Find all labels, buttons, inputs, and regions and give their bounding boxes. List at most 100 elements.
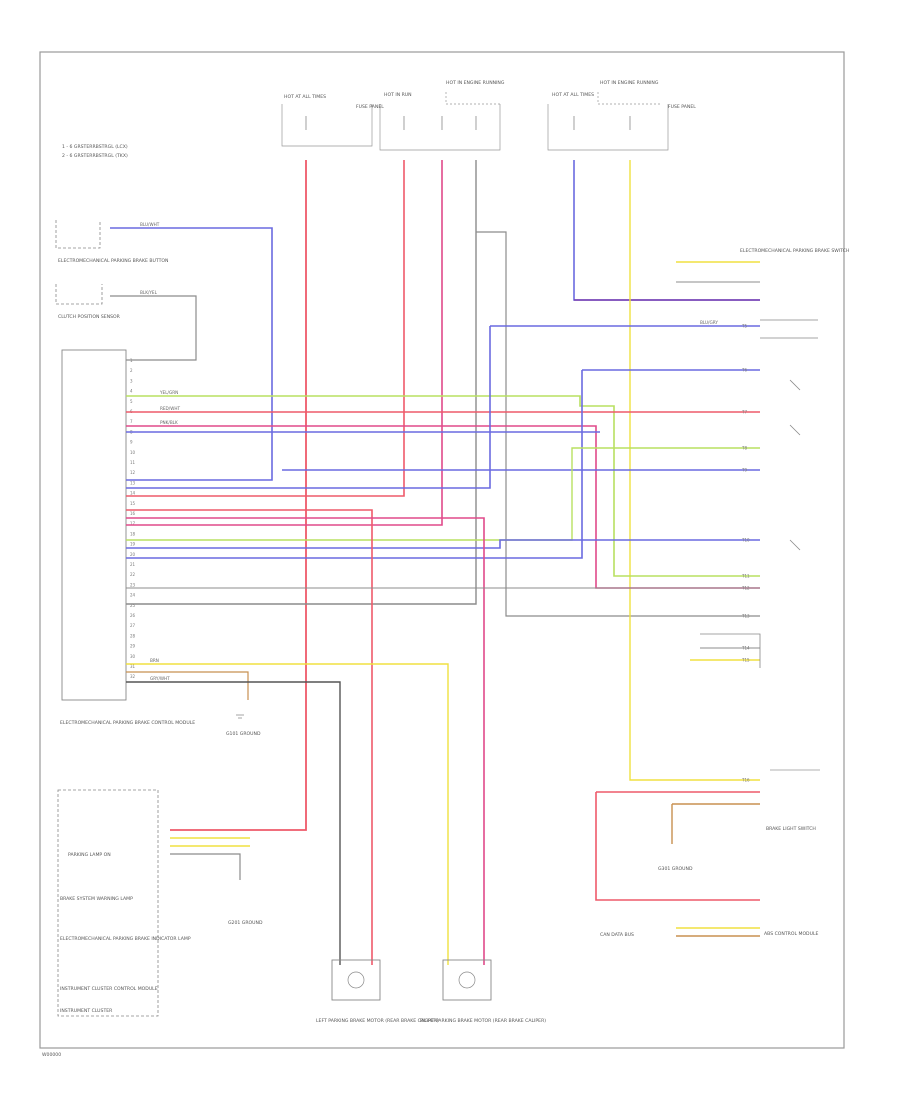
module-pin-label: 11 — [130, 460, 136, 465]
brake-switch-label: BRAKE LIGHT SWITCH — [766, 826, 816, 832]
wire-green-1 — [126, 395, 760, 577]
ground-center-label: G201 GROUND — [228, 920, 263, 926]
module-pin-label: 15 — [130, 501, 136, 506]
parking-button-label: ELECTROMECHANICAL PARKING BRAKE BUTTON — [58, 258, 168, 264]
fuse-label-2: FUSE PANEL — [356, 104, 384, 110]
wire-color-label: YEL/GRN — [159, 390, 178, 395]
wire-blue-8 — [126, 539, 760, 549]
control-module-box — [61, 349, 127, 701]
wire-pink-3 — [126, 517, 485, 965]
parking-brake-button — [55, 220, 101, 249]
wire-brown-1 — [126, 671, 249, 700]
right-pin-label: T14 — [741, 646, 750, 651]
module-pin-label: 13 — [130, 480, 136, 485]
wire-brown-brake — [671, 803, 760, 844]
module-pin-label: 3 — [130, 378, 133, 383]
wire-color-label: BLK/YEL — [140, 290, 158, 295]
right-motor-label: RIGHT PARKING BRAKE MOTOR (REAR BRAKE CA… — [420, 1018, 546, 1024]
module-pin-label: 29 — [130, 644, 136, 649]
wire-black-feed-2 — [476, 231, 760, 617]
module-pin-label: 25 — [130, 603, 136, 608]
wire-color-label: BLU/WHT — [140, 222, 160, 227]
wire-red-feed-3 — [126, 160, 443, 526]
wire-yellow-2 — [126, 663, 449, 965]
wire-blue-6 — [126, 370, 583, 559]
data-bus-label: CAN DATA BUS — [600, 932, 634, 938]
module-pin-label: 31 — [130, 664, 136, 669]
parking-switch-label: ELECTROMECHANICAL PARKING BRAKE SWITCH — [740, 248, 849, 254]
right-pin-label: T13 — [741, 614, 750, 619]
legend-1: 1 - 6 GRSTERRBSTRGL (LCX) — [62, 144, 128, 150]
module-pin-label: 30 — [130, 654, 136, 659]
abs-module-label: ABS CONTROL MODULE — [764, 931, 819, 937]
cluster-item-2: BRAKE SYSTEM WARNING LAMP — [60, 896, 133, 902]
fuse-symbols — [305, 116, 631, 130]
wire-gray-cluster — [170, 853, 241, 880]
fuse-label-4: HOT IN ENGINE RUNNING — [446, 80, 505, 86]
cluster-item-4: INSTRUMENT CLUSTER CONTROL MODULE — [60, 986, 158, 992]
right-pin-label: T11 — [741, 574, 750, 579]
clutch-sensor-label: CLUTCH POSITION SENSOR — [58, 314, 121, 320]
wire-pink-2 — [126, 425, 760, 589]
right-pin-label: T16 — [741, 778, 750, 783]
module-pin-label: 28 — [130, 633, 136, 638]
module-pin-label: 4 — [130, 389, 133, 394]
module-pin-label: 27 — [130, 623, 136, 628]
right-pin-label: T12 — [741, 586, 750, 591]
cluster-item-1: PARKING LAMP ON — [68, 852, 111, 858]
module-pin-label: 20 — [130, 552, 136, 557]
right-pin-label: T10 — [741, 538, 750, 543]
fuse-label-7: FUSE PANEL — [668, 104, 696, 110]
control-module-pins: 1234567891011121314151617181920212223242… — [130, 358, 136, 679]
ground-left-symbol — [236, 714, 244, 719]
wire-blue-4 — [126, 326, 491, 489]
control-module-label: ELECTROMECHANICAL PARKING BRAKE CONTROL … — [60, 720, 195, 726]
module-pin-label: 14 — [130, 491, 136, 496]
wire-color-label: GRY/WHT — [150, 676, 170, 681]
right-ground-label: G301 GROUND — [658, 866, 693, 872]
wire-blue-feed — [573, 160, 760, 301]
right-pin-label: T7 — [741, 410, 747, 415]
wire-color-label: BLU/GRY — [700, 320, 718, 325]
module-pin-label: 2 — [130, 368, 133, 373]
fuse-label-5: HOT AT ALL TIMES — [552, 92, 594, 98]
right-pin-label: T9 — [741, 468, 747, 473]
wire-red-3 — [126, 509, 373, 965]
wire-gray-clutch — [110, 295, 197, 361]
module-pin-label: 10 — [130, 450, 136, 455]
right-motor-box — [442, 959, 492, 1001]
clutch-position-sensor — [55, 284, 103, 305]
fuse-label-6: HOT IN ENGINE RUNNING — [600, 80, 659, 86]
module-pin-label: 26 — [130, 613, 136, 618]
wire-red-feed-1 — [170, 160, 307, 831]
module-pin-label: 24 — [130, 593, 136, 598]
module-pin-label: 9 — [130, 440, 133, 445]
right-pin-label: T15 — [741, 658, 750, 663]
right-pin-label: T8 — [741, 446, 747, 451]
diagram-border — [39, 51, 845, 1049]
left-motor-symbol — [347, 971, 365, 989]
wire-gray-2 — [126, 681, 341, 965]
module-pin-label: 16 — [130, 511, 136, 516]
wire-blue-button — [110, 227, 273, 481]
left-motor-label: LEFT PARKING BRAKE MOTOR (REAR BRAKE CAL… — [316, 1018, 439, 1024]
right-pin-label: T6 — [741, 368, 747, 373]
module-pin-label: 32 — [130, 674, 136, 679]
ground-left-label: G101 GROUND — [226, 731, 261, 737]
wire-green-3 — [126, 447, 760, 541]
module-pin-label: 19 — [130, 542, 136, 547]
right-switch-box — [700, 319, 818, 668]
fuse-label-3: HOT IN RUN — [384, 92, 412, 98]
fuse-panel-top — [281, 92, 669, 151]
wire-yellow-feed — [629, 160, 760, 781]
wire-color-label: RED/WHT — [160, 406, 180, 411]
module-pin-label: 5 — [130, 399, 133, 404]
module-pin-label: 22 — [130, 572, 136, 577]
right-pin-label: T5 — [741, 324, 747, 329]
right-motor-symbol — [458, 971, 476, 989]
instrument-cluster-box — [57, 789, 159, 1017]
wire-red-brake — [595, 791, 760, 901]
legend-2: 2 - 6 GRSTERRBSTRGL (TKX) — [62, 153, 128, 159]
